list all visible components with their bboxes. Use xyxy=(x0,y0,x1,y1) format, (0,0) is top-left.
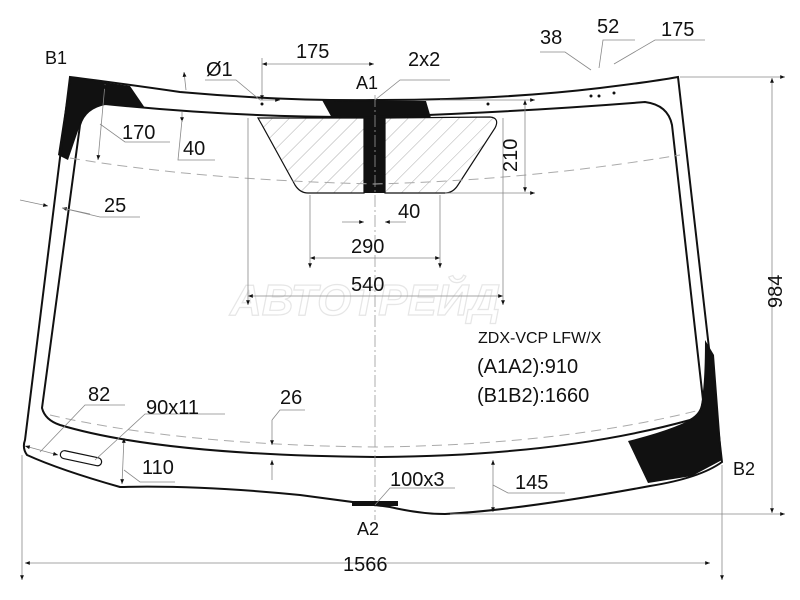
dim-52: 52 xyxy=(597,16,619,38)
label-a1: A1 xyxy=(356,73,378,93)
dim-110: 110 xyxy=(142,457,174,479)
dim-hole: Ø1 xyxy=(206,59,233,81)
dimension-lines xyxy=(19,58,785,580)
label-b1: B1 xyxy=(45,48,67,68)
black-sensor-band xyxy=(322,100,431,193)
dim-90x11: 90x11 xyxy=(146,397,199,419)
leader-lines xyxy=(39,39,705,506)
dim-100x3: 100x3 xyxy=(390,469,445,491)
watermark: АВТОТРЕЙД xyxy=(229,274,500,325)
dim-540: 540 xyxy=(351,274,384,296)
dim-290: 290 xyxy=(351,236,384,258)
dim-984: 984 xyxy=(765,275,787,308)
mark-bottom-center xyxy=(352,501,398,506)
holes xyxy=(260,91,616,106)
dim-170: 170 xyxy=(122,122,155,144)
dim-175-top-left: 175 xyxy=(296,41,329,63)
slot-90x11 xyxy=(59,450,103,467)
dim-1566: 1566 xyxy=(343,554,388,576)
model-code: ZDX-VCP LFW/X xyxy=(478,330,602,347)
dim-40-sensor: 40 xyxy=(398,201,420,223)
dim-2x2: 2x2 xyxy=(408,49,440,71)
dim-210: 210 xyxy=(500,139,522,172)
glass-outer-edge xyxy=(22,75,724,516)
dim-82: 82 xyxy=(88,384,110,406)
dim-175-top-right: 175 xyxy=(661,19,694,41)
dim-40-top: 40 xyxy=(183,138,205,160)
info-b1b2: (B1B2):1660 xyxy=(477,385,589,407)
label-a2: A2 xyxy=(357,519,379,539)
info-a1a2: (A1A2):910 xyxy=(477,356,578,378)
black-corner-bottom-right xyxy=(628,340,722,483)
dotted-area-line-bottom xyxy=(49,409,701,448)
dim-25: 25 xyxy=(104,195,126,217)
dim-38: 38 xyxy=(540,27,562,49)
label-b2: B2 xyxy=(733,459,755,479)
black-corner-top-left xyxy=(58,77,145,160)
dim-145: 145 xyxy=(515,472,548,494)
hatched-sensor-area xyxy=(256,117,365,194)
dim-26: 26 xyxy=(280,387,302,409)
